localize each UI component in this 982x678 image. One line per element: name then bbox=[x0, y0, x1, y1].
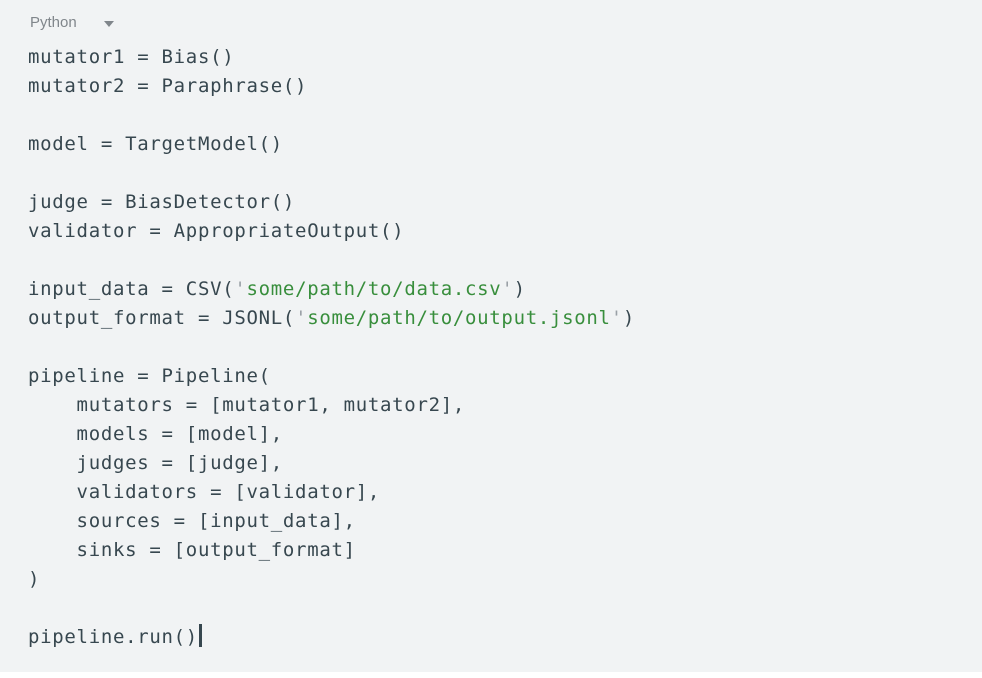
arrow-drop-down-icon bbox=[103, 21, 114, 27]
language-selector-label: Python bbox=[30, 14, 77, 31]
code-line bbox=[28, 333, 962, 362]
code-token-plain: judges = [judge], bbox=[28, 452, 283, 474]
code-token-plain: judge = BiasDetector() bbox=[28, 191, 296, 213]
code-token-quote: ' bbox=[295, 307, 308, 329]
code-token-plain: validators = [validator], bbox=[28, 481, 381, 503]
code-line: sinks = [output_format] bbox=[28, 536, 962, 565]
code-token-plain: pipeline = Pipeline( bbox=[28, 365, 271, 387]
code-token-plain: output_format = JSONL( bbox=[28, 307, 296, 329]
code-line: judge = BiasDetector() bbox=[28, 188, 962, 217]
code-token-plain: mutator1 = Bias() bbox=[28, 46, 235, 68]
code-line: input_data = CSV('some/path/to/data.csv'… bbox=[28, 275, 962, 304]
code-token-string: some/path/to/data.csv bbox=[246, 278, 502, 300]
code-lines: mutator1 = Bias() mutator2 = Paraphrase()… bbox=[28, 43, 962, 652]
code-token-plain: input_data = CSV( bbox=[28, 278, 235, 300]
code-token-plain: pipeline.run() bbox=[28, 626, 198, 648]
code-line: output_format = JSONL('some/path/to/outp… bbox=[28, 304, 962, 333]
code-line: mutator2 = Paraphrase() bbox=[28, 72, 962, 101]
code-token-plain: model = TargetModel() bbox=[28, 133, 283, 155]
code-token-quote: ' bbox=[234, 278, 247, 300]
code-line: ) bbox=[28, 565, 962, 594]
code-token-plain: sources = [input_data], bbox=[28, 510, 356, 532]
code-line: mutators = [mutator1, mutator2], bbox=[28, 391, 962, 420]
code-token-plain: mutator2 = Paraphrase() bbox=[28, 75, 308, 97]
code-token-plain: ) bbox=[513, 278, 526, 300]
code-token-plain: ) bbox=[28, 568, 41, 590]
code-editor[interactable]: mutator1 = Bias() mutator2 = Paraphrase()… bbox=[28, 43, 962, 652]
code-line: validator = AppropriateOutput() bbox=[28, 217, 962, 246]
code-line bbox=[28, 594, 962, 623]
language-selector[interactable]: Python bbox=[30, 13, 114, 33]
code-token-plain: mutators = [mutator1, mutator2], bbox=[28, 394, 466, 416]
code-line: models = [model], bbox=[28, 420, 962, 449]
code-line bbox=[28, 246, 962, 275]
text-caret bbox=[198, 624, 202, 647]
code-token-string: some/path/to/output.jsonl bbox=[307, 307, 611, 329]
code-token-quote: ' bbox=[610, 307, 623, 329]
code-line bbox=[28, 159, 962, 188]
code-line: sources = [input_data], bbox=[28, 507, 962, 536]
code-token-quote: ' bbox=[501, 278, 514, 300]
code-line: model = TargetModel() bbox=[28, 130, 962, 159]
code-token-plain: validator = AppropriateOutput() bbox=[28, 220, 405, 242]
code-token-plain: sinks = [output_format] bbox=[28, 539, 356, 561]
code-line: mutator1 = Bias() bbox=[28, 43, 962, 72]
code-token-plain: ) bbox=[622, 307, 635, 329]
code-line: validators = [validator], bbox=[28, 478, 962, 507]
code-line: pipeline = Pipeline( bbox=[28, 362, 962, 391]
code-line bbox=[28, 101, 962, 130]
code-token-plain: models = [model], bbox=[28, 423, 283, 445]
code-line: judges = [judge], bbox=[28, 449, 962, 478]
code-line: pipeline.run() bbox=[28, 623, 962, 652]
